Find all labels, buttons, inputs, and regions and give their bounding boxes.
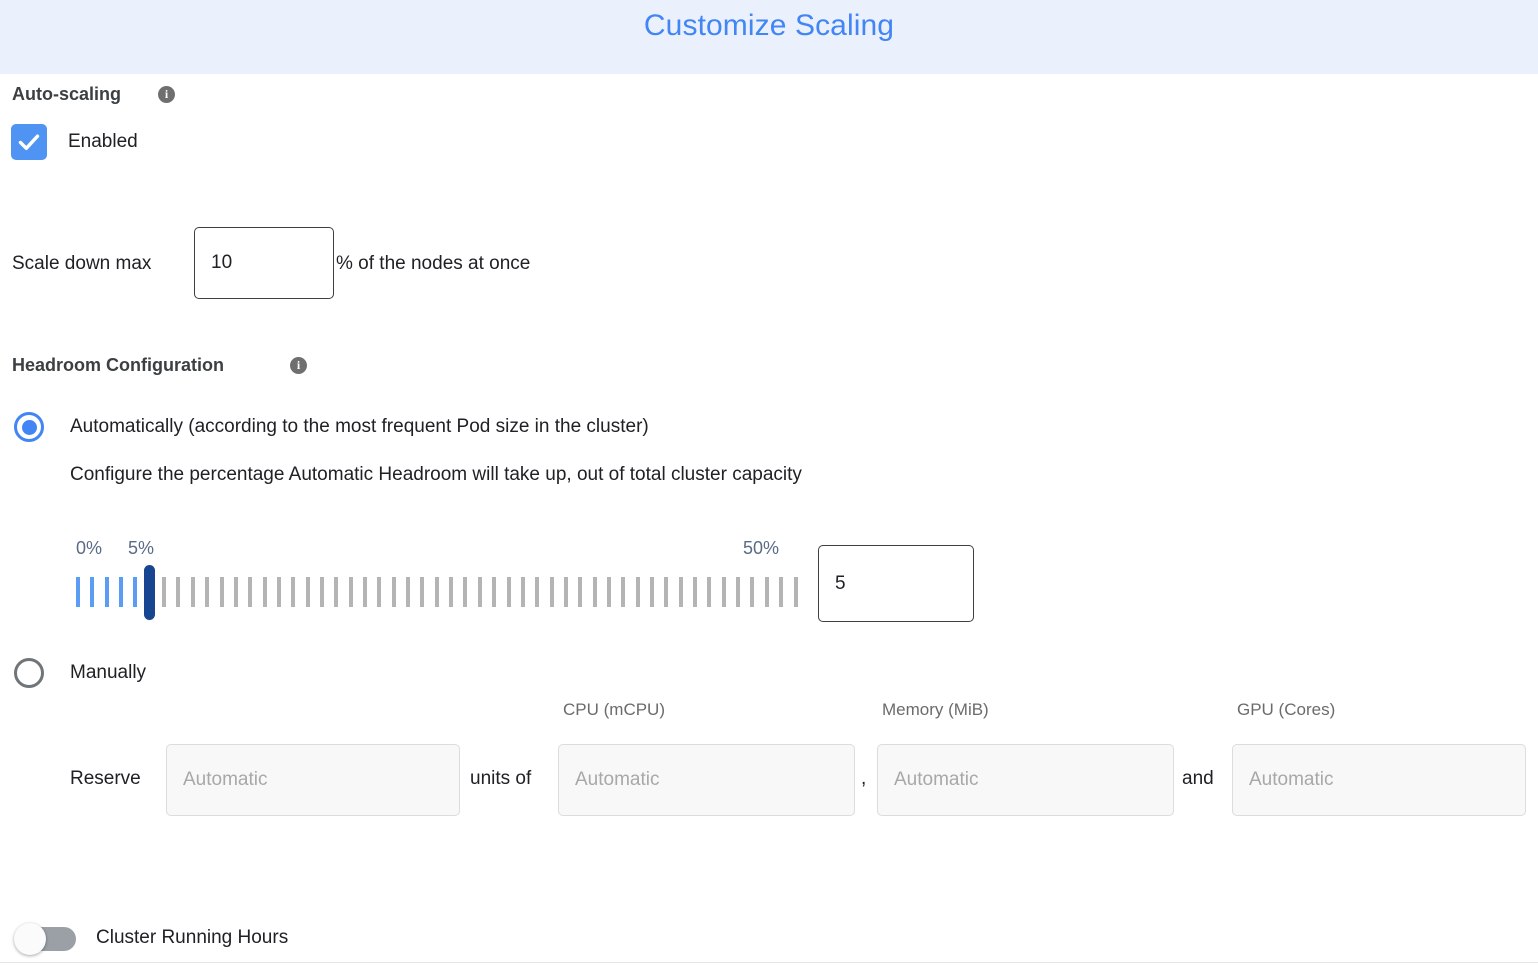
slider-tick <box>621 577 626 607</box>
slider-tick <box>477 577 482 607</box>
autoscaling-enabled-checkbox[interactable] <box>11 124 47 160</box>
slider-tick <box>291 577 296 607</box>
headroom-manual-radio[interactable] <box>14 658 44 688</box>
slider-tick <box>334 577 339 607</box>
slider-tick <box>76 577 80 607</box>
slider-tick <box>233 577 238 607</box>
and-label: and <box>1182 768 1214 789</box>
slider-tick <box>650 577 654 607</box>
check-icon <box>18 134 40 150</box>
headroom-manual-label: Manually <box>70 662 147 683</box>
slider-tick <box>520 577 525 607</box>
slider-max-label: 50% <box>743 538 780 558</box>
slider-tick <box>750 577 755 607</box>
slider-tick <box>162 577 167 607</box>
column-header-memory: Memory (MiB) <box>882 700 989 719</box>
slider-tick <box>363 577 367 607</box>
cluster-running-hours-toggle[interactable] <box>14 923 76 955</box>
slider-tick <box>535 577 540 607</box>
slider-tick <box>506 577 511 607</box>
units-of-label: units of <box>470 768 532 789</box>
slider-tick <box>305 577 310 607</box>
info-icon[interactable]: i <box>158 86 175 103</box>
slider-min-label: 0% <box>76 538 103 558</box>
headroom-automatic-label: Automatically (according to the most fre… <box>70 416 649 437</box>
slider-tick <box>563 577 568 607</box>
slider-tick <box>434 577 439 607</box>
slider-value-label: 5% <box>128 538 155 558</box>
column-header-gpu: GPU (Cores) <box>1237 700 1336 719</box>
bottom-divider <box>0 962 1538 963</box>
reserve-label: Reserve <box>70 768 141 789</box>
comma-separator: , <box>861 768 867 789</box>
headroom-percent-slider[interactable] <box>76 565 808 620</box>
reserve-units-input[interactable] <box>166 744 460 816</box>
column-header-cpu: CPU (mCPU) <box>563 700 665 719</box>
slider-tick <box>377 577 382 607</box>
slider-tick <box>793 577 798 607</box>
slider-tick <box>707 577 712 607</box>
slider-tick <box>721 577 726 607</box>
slider-tick <box>190 577 195 607</box>
reserve-memory-input[interactable] <box>877 744 1174 816</box>
cluster-running-hours-label: Cluster Running Hours <box>96 927 289 948</box>
slider-tick <box>104 577 109 607</box>
slider-tick <box>133 577 138 607</box>
autoscaling-enabled-label: Enabled <box>68 131 138 152</box>
slider-tick <box>736 577 741 607</box>
scale-down-prefix-label: Scale down max <box>12 253 152 274</box>
slider-tick <box>606 577 611 607</box>
slider-tick <box>549 577 554 607</box>
scale-down-suffix-label: % of the nodes at once <box>336 253 531 274</box>
slider-tick <box>248 577 253 607</box>
info-icon[interactable]: i <box>290 357 307 374</box>
slider-tick <box>219 577 224 607</box>
slider-tick <box>420 577 425 607</box>
slider-tick <box>276 577 281 607</box>
slider-tick <box>90 577 95 607</box>
slider-tick <box>664 577 669 607</box>
slider-tick <box>319 577 324 607</box>
slider-tick <box>635 577 640 607</box>
slider-tick <box>176 577 181 607</box>
headroom-automatic-radio[interactable] <box>14 412 44 442</box>
slider-tick <box>578 577 583 607</box>
slider-tick <box>492 577 497 607</box>
slider-tick <box>348 577 353 607</box>
slider-tick <box>764 577 769 607</box>
slider-tick <box>592 577 597 607</box>
slider-tick <box>463 577 468 607</box>
headroom-percent-input[interactable] <box>818 545 974 622</box>
slider-tick <box>391 577 396 607</box>
scale-down-max-input[interactable] <box>194 227 334 299</box>
reserve-cpu-input[interactable] <box>558 744 855 816</box>
autoscaling-section-label: Auto-scaling <box>12 84 122 104</box>
slider-tick <box>119 577 124 607</box>
slider-thumb[interactable] <box>144 565 156 620</box>
slider-tick <box>449 577 454 607</box>
headroom-automatic-description: Configure the percentage Automatic Headr… <box>70 464 802 485</box>
slider-tick <box>779 577 784 607</box>
page-title: Customize Scaling <box>643 9 895 42</box>
slider-tick <box>678 577 683 607</box>
headroom-section-label: Headroom Configuration <box>12 355 224 375</box>
slider-tick <box>406 577 411 607</box>
slider-tick <box>693 577 698 607</box>
toggle-knob <box>14 923 46 955</box>
panel-header: Customize Scaling <box>0 0 1538 74</box>
slider-tick <box>205 577 210 607</box>
slider-tick <box>262 577 267 607</box>
reserve-gpu-input[interactable] <box>1232 744 1526 816</box>
